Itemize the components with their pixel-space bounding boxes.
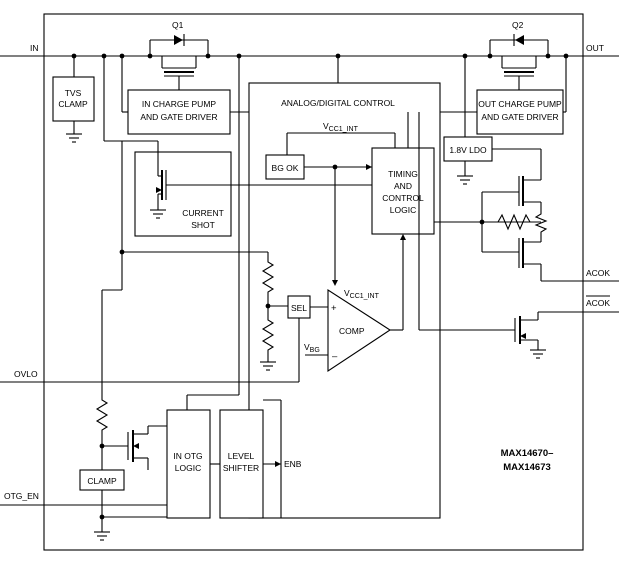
timing-label-2: AND <box>394 181 412 191</box>
ground-icon <box>260 361 276 371</box>
level-shifter-label-2: SHIFTER <box>223 463 259 473</box>
analog-digital-control-region <box>248 82 441 519</box>
vbg-label: VBG <box>304 342 320 354</box>
ground-icon <box>94 531 110 541</box>
in-charge-pump-label-2: AND GATE DRIVER <box>140 112 217 122</box>
ground-icon <box>150 209 166 219</box>
bg-ok-block <box>265 154 305 180</box>
level-shifter-block <box>219 409 264 519</box>
enb-label: ENB <box>284 459 302 469</box>
current-shot-label-2: SHOT <box>191 220 215 230</box>
comp-plus: + <box>331 303 337 314</box>
chip-boundary <box>43 13 584 551</box>
timing-control-logic-block <box>371 147 435 235</box>
part-number-line-1: MAX14670– <box>501 448 554 459</box>
in-otg-logic-block <box>166 409 211 519</box>
comp-minus: – <box>332 351 338 362</box>
comp-label: COMP <box>339 326 365 336</box>
clamp-label: CLAMP <box>87 476 117 486</box>
comparator <box>327 288 392 373</box>
pin-in-label: IN <box>30 43 39 53</box>
tvs-clamp-block <box>52 76 95 122</box>
timing-label-3: CONTROL <box>382 193 424 203</box>
sel-label: SEL <box>291 303 307 313</box>
vcc1-int-comp-label: VCC1_INT <box>344 288 380 300</box>
timing-label-1: TIMING <box>388 169 418 179</box>
out-charge-pump-block <box>476 89 564 135</box>
vcc1-int-top-label: VCC1_INT <box>323 121 359 133</box>
ldo-label: 1.8V LDO <box>449 145 487 155</box>
timing-label-4: LOGIC <box>390 205 416 215</box>
q2-label: Q2 <box>512 20 524 30</box>
analog-digital-control-label: ANALOG/DIGITAL CONTROL <box>281 98 395 108</box>
bg-ok-label: BG OK <box>272 163 299 173</box>
tvs-clamp-label-2: CLAMP <box>58 99 88 109</box>
pin-ovlo-label: OVLO <box>14 369 38 379</box>
out-charge-pump-label-1: OUT CHARGE PUMP <box>478 99 562 109</box>
pin-acok-bar-label: ACOK <box>586 298 610 308</box>
q1-transistor: Q1 <box>149 20 209 90</box>
level-shifter-label-1: LEVEL <box>228 451 255 461</box>
otg-transistor <box>102 425 167 470</box>
out-charge-pump-label-2: AND GATE DRIVER <box>481 112 558 122</box>
pin-acok-label: ACOK <box>586 268 610 278</box>
pin-otg-en-label: OTG_EN <box>4 491 39 501</box>
ground-icon <box>457 175 473 185</box>
current-shot-region <box>134 151 232 237</box>
in-charge-pump-label-1: IN CHARGE PUMP <box>142 99 216 109</box>
pin-out-label: OUT <box>586 43 604 53</box>
ground-icon <box>66 133 82 143</box>
ground-icon <box>530 349 546 359</box>
current-shot-transistor <box>122 140 372 210</box>
part-number-line-2: MAX14673 <box>503 462 551 473</box>
tvs-clamp-label-1: TVS <box>65 88 82 98</box>
in-otg-logic-label-2: LOGIC <box>175 463 201 473</box>
in-otg-logic-label-1: IN OTG <box>173 451 202 461</box>
q1-label: Q1 <box>172 20 184 30</box>
acok-bar-transistor <box>514 311 619 350</box>
q2-transistor: Q2 <box>489 20 549 90</box>
in-charge-pump-block <box>127 89 231 135</box>
acok-transistors <box>481 176 619 282</box>
current-shot-label-1: CURRENT <box>182 208 224 218</box>
